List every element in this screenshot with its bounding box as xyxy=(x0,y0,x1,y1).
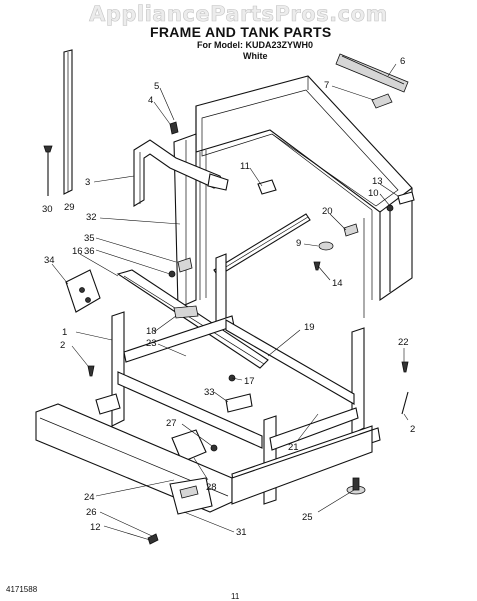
callout-9: 9 xyxy=(296,238,301,249)
callout-22: 22 xyxy=(398,337,409,348)
callout-30: 30 xyxy=(42,204,53,215)
screw-12 xyxy=(147,533,159,545)
bracket-part xyxy=(371,93,393,109)
clip-part xyxy=(343,223,359,237)
screw-14 xyxy=(313,261,321,271)
strut-part xyxy=(65,269,101,313)
callout-32: 32 xyxy=(86,212,97,223)
callout-20: 20 xyxy=(322,206,333,217)
vent-tube xyxy=(133,139,229,207)
callout-33: 33 xyxy=(204,387,215,398)
top-trim-strip xyxy=(335,53,409,93)
washer-part xyxy=(318,241,334,251)
base-pan xyxy=(231,429,373,505)
strike-part xyxy=(257,179,277,195)
callout-35: 35 xyxy=(84,233,95,244)
screw-27 xyxy=(210,444,218,452)
screw-30 xyxy=(43,145,53,196)
footer-code: 4171588 xyxy=(6,585,38,594)
callout-5: 5 xyxy=(154,81,159,92)
callout-27: 27 xyxy=(166,418,177,429)
watermark: AppliancePartsPros.com xyxy=(89,2,388,27)
callout-31: 31 xyxy=(236,527,247,538)
clip-35 xyxy=(177,257,193,273)
callout-2: 2 xyxy=(410,424,415,435)
callout-36: 36 xyxy=(84,246,95,257)
callout-24: 24 xyxy=(84,492,95,503)
callout-2: 2 xyxy=(60,340,65,351)
model-line: For Model: KUDA23ZYWH0 xyxy=(197,40,314,50)
toe-panel xyxy=(35,403,233,515)
callout-16: 16 xyxy=(72,246,83,257)
screw-22 xyxy=(401,361,409,373)
callout-23: 23 xyxy=(146,338,157,349)
callout-25: 25 xyxy=(302,512,313,523)
callout-3: 3 xyxy=(85,177,90,188)
page-number: 11 xyxy=(231,592,240,601)
callout-numbers: 1 2 2 3 4 5 6 7 9 10 11 12 13 14 16 17 1… xyxy=(42,56,415,538)
screw-36 xyxy=(168,270,176,278)
tank-outline xyxy=(195,75,413,302)
callout-12: 12 xyxy=(90,522,101,533)
callout-28: 28 xyxy=(206,482,217,493)
bracket-33 xyxy=(225,393,253,413)
callout-6: 6 xyxy=(400,56,405,67)
callout-29: 29 xyxy=(64,202,75,213)
screw-2-left xyxy=(87,365,95,377)
callout-7: 7 xyxy=(324,80,329,91)
screw-part xyxy=(169,121,179,135)
callout-17: 17 xyxy=(244,376,255,387)
callout-10: 10 xyxy=(368,188,379,199)
callout-34: 34 xyxy=(44,255,55,266)
hinge-bracket xyxy=(397,191,415,205)
callout-21: 21 xyxy=(288,442,299,453)
callout-14: 14 xyxy=(332,278,343,289)
fastener-10 xyxy=(386,204,394,212)
leveling-leg xyxy=(346,477,366,495)
color-line: White xyxy=(243,51,268,61)
front-rail xyxy=(116,269,269,369)
diagram-title: FRAME AND TANK PARTS xyxy=(150,24,332,40)
left-side-strip xyxy=(63,49,73,195)
callout-26: 26 xyxy=(86,507,97,518)
callout-19: 19 xyxy=(304,322,315,333)
callout-1: 1 xyxy=(62,327,67,338)
callout-13: 13 xyxy=(372,176,383,187)
callout-18: 18 xyxy=(146,326,157,337)
callout-4: 4 xyxy=(148,95,153,106)
screw-2-right xyxy=(401,391,409,415)
leader-lines xyxy=(51,63,409,541)
callout-11: 11 xyxy=(240,161,250,172)
